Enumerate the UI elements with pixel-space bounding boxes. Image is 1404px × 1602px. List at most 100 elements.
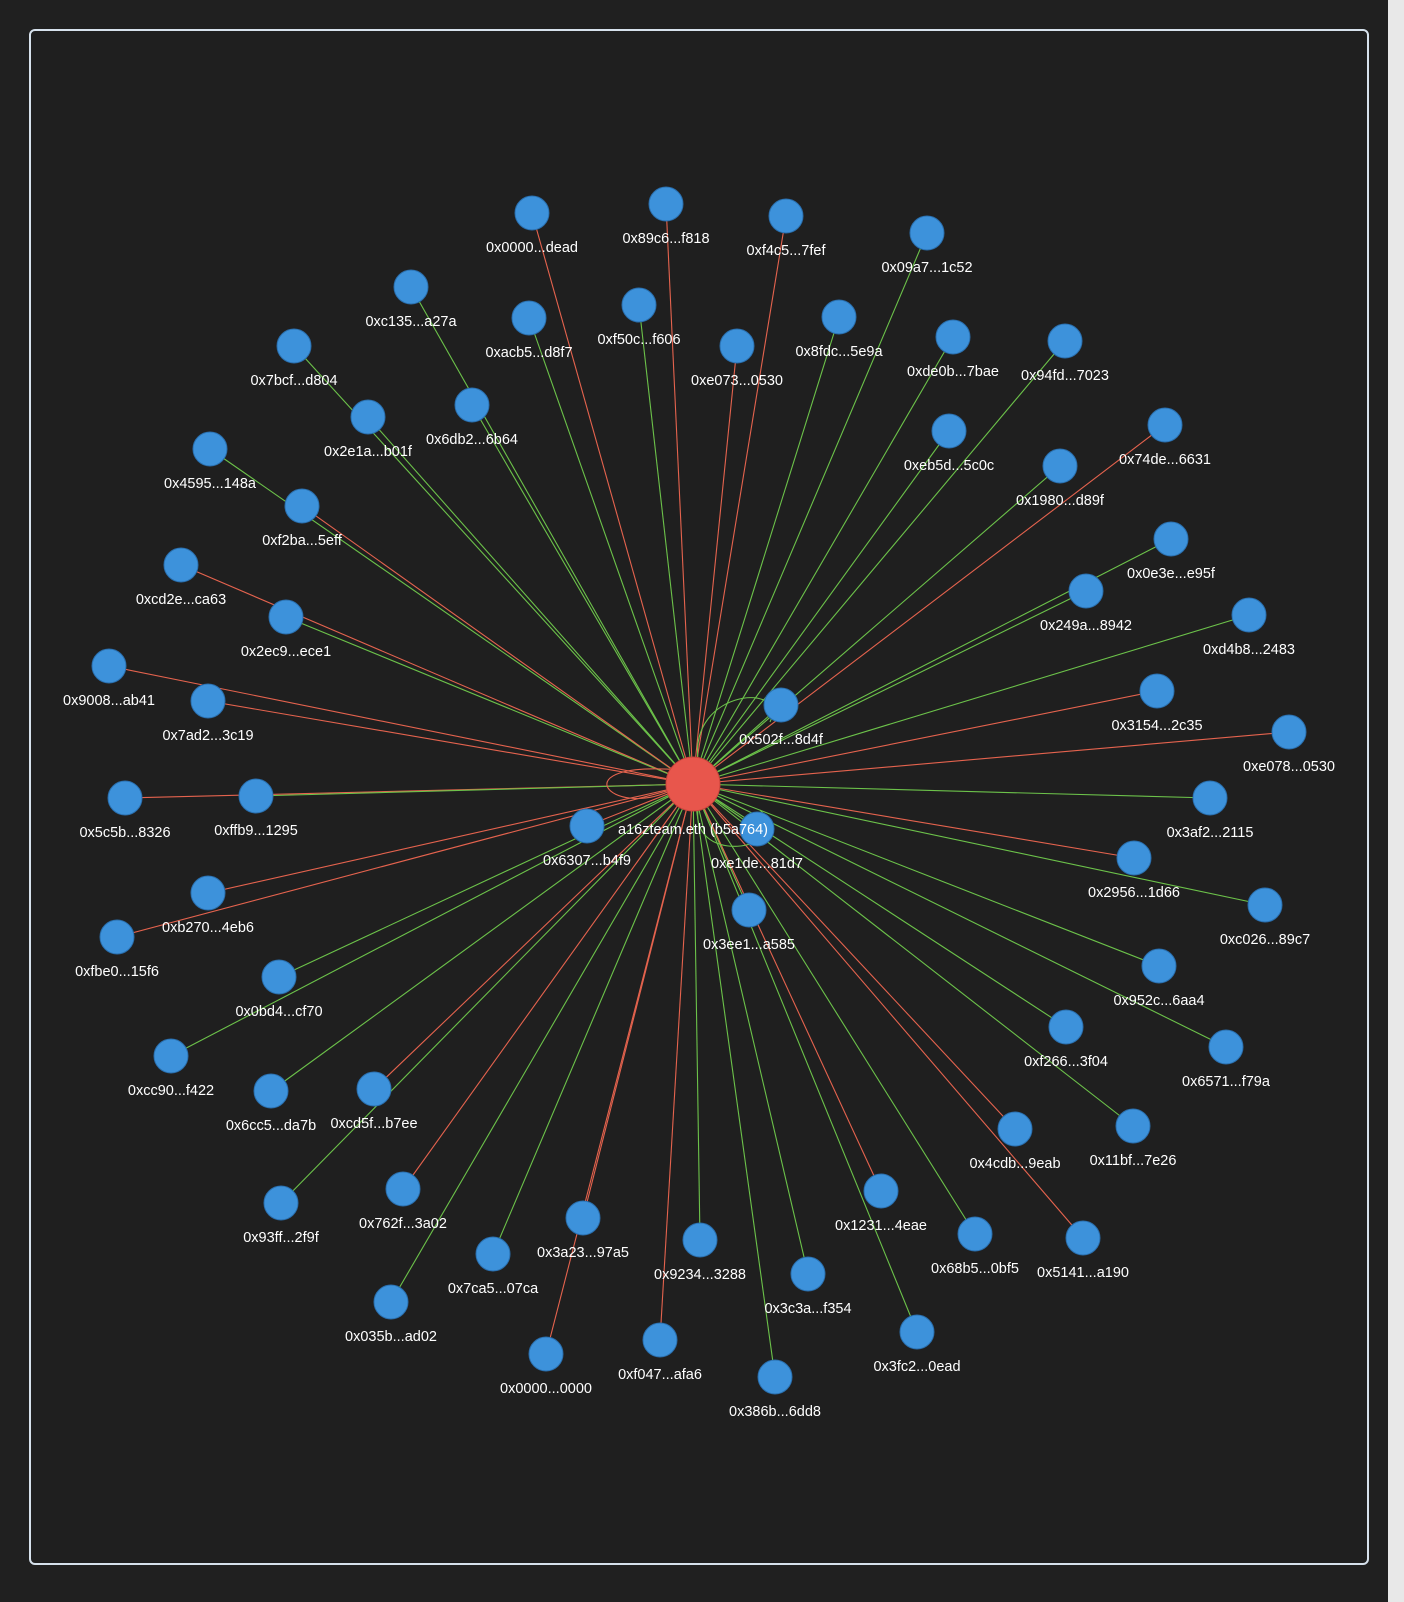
- node-circle[interactable]: [621, 287, 657, 323]
- graph-node[interactable]: 0x386b...6dd8: [729, 1359, 821, 1420]
- node-circle[interactable]: [1048, 1009, 1084, 1045]
- node-circle[interactable]: [1153, 521, 1189, 557]
- graph-node[interactable]: 0x3fc2...0ead: [873, 1314, 961, 1375]
- graph-node[interactable]: 0x74de...6631: [1119, 407, 1211, 468]
- node-circle[interactable]: [393, 269, 429, 305]
- graph-node[interactable]: 0x2e1a...b01f: [324, 399, 413, 460]
- center-node[interactable]: [665, 756, 721, 812]
- node-circle[interactable]: [1271, 714, 1307, 750]
- node-circle[interactable]: [957, 1216, 993, 1252]
- graph-node[interactable]: 0xe073...0530: [691, 328, 783, 389]
- graph-node[interactable]: 0x3a23...97a5: [537, 1200, 629, 1261]
- node-circle[interactable]: [565, 1200, 601, 1236]
- graph-node[interactable]: 0x3af2...2115: [1167, 780, 1254, 841]
- center-node-group[interactable]: a16zteam.eth (b5a764): [618, 756, 768, 838]
- graph-node[interactable]: 0x762f...3a02: [359, 1171, 447, 1232]
- graph-node[interactable]: 0xffb9...1295: [214, 778, 298, 839]
- graph-node[interactable]: 0x502f...8d4f: [739, 687, 824, 748]
- node-circle[interactable]: [1068, 573, 1104, 609]
- node-circle[interactable]: [931, 413, 967, 449]
- graph-node[interactable]: 0xcd2e...ca63: [136, 547, 226, 608]
- node-circle[interactable]: [763, 687, 799, 723]
- graph-node[interactable]: 0x249a...8942: [1040, 573, 1132, 634]
- node-circle[interactable]: [263, 1185, 299, 1221]
- node-circle[interactable]: [528, 1336, 564, 1372]
- graph-node[interactable]: 0x0000...dead: [486, 195, 578, 256]
- node-circle[interactable]: [1247, 887, 1283, 923]
- graph-node[interactable]: 0xacb5...d8f7: [485, 300, 573, 361]
- graph-node[interactable]: 0x9008...ab41: [63, 648, 155, 709]
- node-circle[interactable]: [1115, 1108, 1151, 1144]
- node-circle[interactable]: [569, 808, 605, 844]
- node-circle[interactable]: [1208, 1029, 1244, 1065]
- node-circle[interactable]: [238, 778, 274, 814]
- graph-node[interactable]: 0x9234...3288: [654, 1222, 746, 1283]
- node-circle[interactable]: [91, 648, 127, 684]
- node-circle[interactable]: [1231, 597, 1267, 633]
- graph-node[interactable]: 0xe078...0530: [1243, 714, 1335, 775]
- node-circle[interactable]: [1147, 407, 1183, 443]
- node-circle[interactable]: [821, 299, 857, 335]
- graph-node[interactable]: 0x6307...b4f9: [543, 808, 631, 869]
- graph-node[interactable]: 0xf2ba...5eff: [262, 488, 343, 549]
- graph-node[interactable]: 0x3c3a...f354: [764, 1256, 852, 1317]
- graph-node[interactable]: 0x2ec9...ece1: [241, 599, 331, 660]
- graph-node[interactable]: 0x3ee1...a585: [703, 892, 795, 953]
- graph-node[interactable]: 0xfbe0...15f6: [75, 919, 159, 980]
- node-circle[interactable]: [284, 488, 320, 524]
- node-circle[interactable]: [997, 1111, 1033, 1147]
- graph-node[interactable]: 0x89c6...f818: [622, 186, 710, 247]
- graph-node[interactable]: 0x8fdc...5e9a: [795, 299, 883, 360]
- node-circle[interactable]: [682, 1222, 718, 1258]
- node-circle[interactable]: [757, 1359, 793, 1395]
- graph-node[interactable]: 0xeb5d...5c0c: [904, 413, 994, 474]
- node-circle[interactable]: [648, 186, 684, 222]
- graph-node[interactable]: 0x68b5...0bf5: [931, 1216, 1019, 1277]
- node-circle[interactable]: [190, 683, 226, 719]
- graph-node[interactable]: 0x11bf...7e26: [1090, 1108, 1177, 1169]
- node-circle[interactable]: [153, 1038, 189, 1074]
- graph-node[interactable]: 0xf047...afa6: [618, 1322, 702, 1383]
- graph-node[interactable]: 0x09a7...1c52: [881, 215, 973, 276]
- node-circle[interactable]: [253, 1073, 289, 1109]
- graph-node[interactable]: 0xcc90...f422: [128, 1038, 214, 1099]
- node-circle[interactable]: [899, 1314, 935, 1350]
- graph-node[interactable]: 0xf266...3f04: [1024, 1009, 1108, 1070]
- node-circle[interactable]: [511, 300, 547, 336]
- graph-node[interactable]: 0x4595...148a: [164, 431, 257, 492]
- node-circle[interactable]: [909, 215, 945, 251]
- node-circle[interactable]: [790, 1256, 826, 1292]
- graph-node[interactable]: 0xe1de...81d7: [711, 811, 803, 872]
- node-circle[interactable]: [373, 1284, 409, 1320]
- graph-node[interactable]: 0x6571...f79a: [1182, 1029, 1271, 1090]
- graph-node[interactable]: 0xb270...4eb6: [162, 875, 254, 936]
- node-circle[interactable]: [350, 399, 386, 435]
- node-circle[interactable]: [1042, 448, 1078, 484]
- node-circle[interactable]: [190, 875, 226, 911]
- graph-node[interactable]: 0x952c...6aa4: [1113, 948, 1205, 1009]
- node-circle[interactable]: [107, 780, 143, 816]
- node-circle[interactable]: [1192, 780, 1228, 816]
- node-circle[interactable]: [642, 1322, 678, 1358]
- node-circle[interactable]: [514, 195, 550, 231]
- node-circle[interactable]: [454, 387, 490, 423]
- graph-node[interactable]: 0x1231...4eae: [835, 1173, 927, 1234]
- node-circle[interactable]: [163, 547, 199, 583]
- graph-node[interactable]: 0x035b...ad02: [345, 1284, 437, 1345]
- node-circle[interactable]: [768, 198, 804, 234]
- node-circle[interactable]: [739, 811, 775, 847]
- node-circle[interactable]: [356, 1071, 392, 1107]
- graph-node[interactable]: 0x6db2...6b64: [426, 387, 518, 448]
- node-circle[interactable]: [1139, 673, 1175, 709]
- node-circle[interactable]: [731, 892, 767, 928]
- graph-node[interactable]: 0xf50c...f606: [597, 287, 681, 348]
- node-circle[interactable]: [192, 431, 228, 467]
- graph-node[interactable]: 0x4cdb...9eab: [969, 1111, 1061, 1172]
- node-circle[interactable]: [719, 328, 755, 364]
- graph-node[interactable]: 0xcd5f...b7ee: [330, 1071, 418, 1132]
- node-circle[interactable]: [863, 1173, 899, 1209]
- graph-node[interactable]: 0xd4b8...2483: [1203, 597, 1295, 658]
- node-circle[interactable]: [935, 319, 971, 355]
- node-circle[interactable]: [1116, 840, 1152, 876]
- graph-node[interactable]: 0x5c5b...8326: [79, 780, 171, 841]
